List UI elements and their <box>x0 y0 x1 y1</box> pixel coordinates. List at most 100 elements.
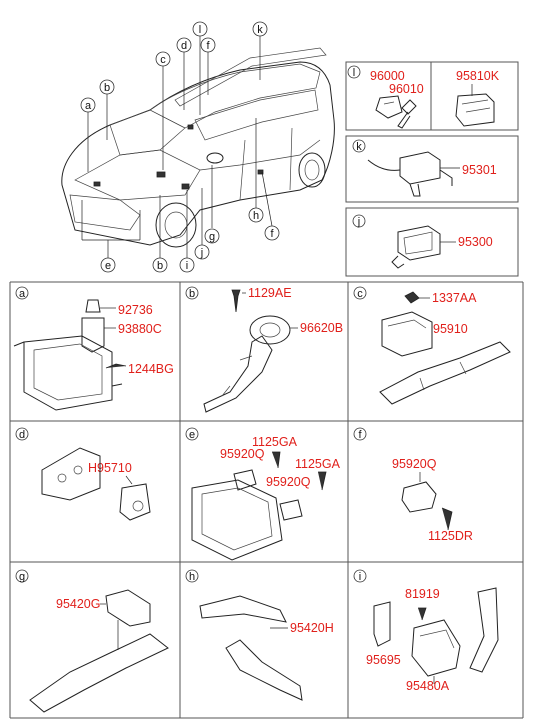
screw-81919-drawing <box>418 607 427 621</box>
callout-d: d <box>181 40 187 52</box>
switch-93880C-drawing <box>81 317 105 353</box>
overview-leaders <box>81 36 273 258</box>
part-95920Q-1: 95920Q <box>220 447 265 461</box>
callout-f-top: f <box>206 40 210 52</box>
panel-b-callout: b <box>189 288 195 300</box>
panel-e: e 1125GA 95920Q 1125GA 95920Q <box>185 427 341 561</box>
callout-b: b <box>104 82 110 94</box>
bracket-e-drawing <box>191 479 283 561</box>
front-wheel <box>155 202 197 248</box>
panel-h: h 95420H <box>185 569 334 701</box>
car-roof <box>149 63 321 129</box>
nut-1337AA-drawing <box>404 291 420 304</box>
part-95420H: 95420H <box>290 621 334 635</box>
part-96010: 96010 <box>389 82 424 96</box>
floor-bracket-c-drawing <box>379 341 511 405</box>
callout-h: h <box>253 210 259 222</box>
panel-d-body-drawing <box>41 447 101 501</box>
panel-b: b 1129AE 96620B <box>185 286 343 413</box>
callout-j: j <box>200 247 203 259</box>
panel-l: l 96000 96010 95810K <box>345 61 519 131</box>
module-j-drawing <box>397 225 441 261</box>
callout-b-bottom: b <box>157 260 163 272</box>
car-grille <box>69 194 141 231</box>
panel-f-callout: f <box>358 429 362 441</box>
callout-c: c <box>160 54 166 66</box>
immobilizer-module-drawing <box>455 93 495 127</box>
panel-g: g 95420G <box>15 569 169 713</box>
airbag-module-95910-drawing <box>381 311 433 357</box>
part-95480A: 95480A <box>406 679 450 693</box>
panel-d: d H95710 <box>15 427 151 521</box>
rear-wheel <box>298 152 326 188</box>
floor-h-drawing <box>225 639 303 701</box>
floor-g-drawing <box>29 633 169 713</box>
sensor-e-2-drawing <box>279 499 303 521</box>
panel-l-callout: l <box>353 67 355 79</box>
part-95920Q-2: 95920Q <box>266 475 311 489</box>
panel-i: i 81919 95695 95480A <box>353 569 499 693</box>
part-95301: 95301 <box>462 163 497 177</box>
panel-f: f 95920Q 1125DR <box>353 427 473 543</box>
part-1125DR: 1125DR <box>428 529 473 543</box>
bracket-95420H-drawing <box>199 595 287 623</box>
sensor-f-drawing <box>401 481 437 513</box>
part-81919: 81919 <box>405 587 440 601</box>
callout-f-bottom: f <box>270 228 274 240</box>
sensor-e-1-drawing <box>233 469 257 491</box>
bracket-95695-drawing <box>373 601 391 647</box>
key-drawing <box>401 99 417 115</box>
car-hood <box>74 149 201 201</box>
grid-frame <box>9 281 524 719</box>
part-1125GA-2: 1125GA <box>295 457 341 471</box>
part-96000: 96000 <box>370 69 405 83</box>
part-92736: 92736 <box>118 303 153 317</box>
bolt-1244BG-drawing <box>105 363 127 369</box>
panel-h-callout: h <box>189 571 195 583</box>
cap-92736-drawing <box>85 299 101 313</box>
sensor-module-k-drawing <box>399 151 441 185</box>
callout-l: l <box>199 24 201 36</box>
panel-g-callout: g <box>19 571 25 583</box>
bolt-e-1-drawing <box>272 451 281 469</box>
bracket-95420G-drawing <box>105 589 151 627</box>
callout-i: i <box>186 260 188 272</box>
part-H95710: H95710 <box>88 461 132 475</box>
bracket-b-drawing <box>203 335 273 413</box>
part-96620B: 96620B <box>300 321 343 335</box>
panel-a: a 92736 93880C 1244BG <box>13 286 174 411</box>
car-windshield <box>109 109 186 156</box>
vehicle-overview: a b c d l f k e b i j g h f <box>61 21 335 273</box>
part-95910: 95910 <box>433 322 468 336</box>
part-95695: 95695 <box>366 653 401 667</box>
callout-a: a <box>85 100 92 112</box>
part-1129AE: 1129AE <box>248 286 292 300</box>
part-95300: 95300 <box>458 235 493 249</box>
bolt-1129AE-drawing <box>231 289 241 313</box>
callout-g: g <box>209 231 215 243</box>
panel-c-callout: c <box>357 288 363 300</box>
part-93880C: 93880C <box>118 322 162 336</box>
panel-d-callout: d <box>19 429 25 441</box>
callout-e: e <box>105 260 111 272</box>
overview-callouts: a b c d l f k e b i j g h f <box>80 21 280 273</box>
key-fob-drawing <box>375 95 403 119</box>
bracket-a-drawing <box>23 335 113 411</box>
side-mirror <box>206 152 224 164</box>
pillar-i-drawing <box>469 587 499 673</box>
car-side-window <box>194 89 319 141</box>
callout-k: k <box>257 24 263 36</box>
bolt-1125DR-drawing <box>441 507 453 531</box>
part-95920Q-f: 95920Q <box>392 457 437 471</box>
bolt-e-2-drawing <box>318 471 327 491</box>
panel-k: k 95301 <box>345 135 519 203</box>
part-95810K: 95810K <box>456 69 500 83</box>
panel-i-callout: i <box>359 571 361 583</box>
part-1337AA: 1337AA <box>432 291 477 305</box>
part-1244BG: 1244BG <box>128 362 174 376</box>
panel-j: j 95300 <box>345 207 519 277</box>
panel-c: c 1337AA 95910 <box>353 286 511 405</box>
panel-j-callout: j <box>357 216 360 228</box>
panel-e-callout: e <box>189 429 195 441</box>
